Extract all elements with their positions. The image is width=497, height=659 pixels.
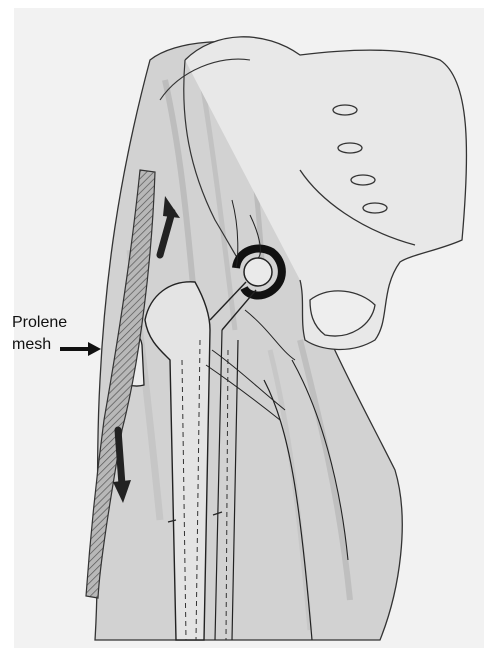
label-pointer-arrow xyxy=(60,342,101,356)
mesh-label-line2: mesh xyxy=(12,336,51,354)
mesh-label-line1: Prolene xyxy=(12,314,67,332)
